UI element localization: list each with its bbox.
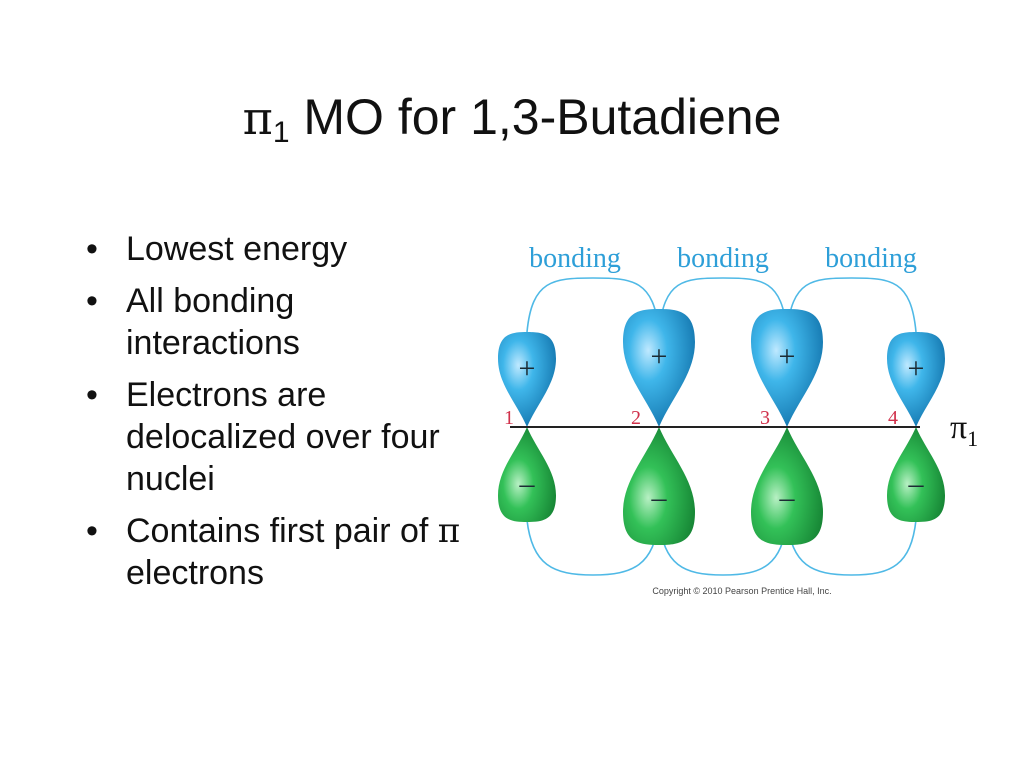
atom-number: 2 (631, 407, 641, 429)
atom-number: 1 (504, 407, 514, 429)
negative-lobe (498, 427, 556, 522)
bonding-arc-bottom (526, 519, 660, 576)
bullet-item: Contains first pair of π electrons (84, 510, 464, 594)
mo-label-subscript: 1 (967, 426, 978, 451)
plus-sign: + (651, 340, 668, 373)
positive-lobe (623, 309, 695, 427)
negative-lobe (751, 427, 823, 545)
bullet-item: Lowest energy (84, 228, 464, 270)
bonding-label: bonding (677, 243, 769, 274)
bonding-label: bonding (529, 243, 621, 274)
bullet-pi-symbol: π (437, 511, 461, 551)
bullet-text: electrons (126, 554, 264, 592)
minus-sign: – (651, 481, 668, 514)
bullet-text: Contains first pair of (126, 512, 438, 550)
bonding-arc-top (786, 277, 917, 333)
bonding-arc-top (658, 277, 788, 333)
bullet-item: All bonding interactions (84, 280, 464, 364)
negative-lobe (887, 427, 945, 522)
atom-number: 4 (888, 407, 898, 429)
title-pi-symbol: π (242, 91, 273, 145)
bonding-label: bonding (825, 243, 917, 274)
bullet-text: Lowest energy (126, 230, 348, 268)
title-subscript: 1 (272, 116, 290, 149)
positive-lobe (887, 332, 945, 427)
bonding-arc-bottom (786, 519, 917, 576)
mo-label: π1 (950, 409, 978, 451)
positive-lobe (498, 332, 556, 427)
negative-lobe (623, 427, 695, 545)
copyright-note: Copyright © 2010 Pearson Prentice Hall, … (652, 586, 831, 596)
bonding-arc-bottom (658, 519, 788, 576)
positive-lobe (751, 309, 823, 427)
minus-sign: – (908, 467, 925, 500)
bullet-item: Electrons are delocalized over four nucl… (84, 374, 464, 500)
plus-sign: + (519, 352, 536, 385)
bullet-text: All bonding interactions (126, 282, 300, 362)
bonding-arc-top (526, 277, 660, 333)
plus-sign: + (908, 352, 925, 385)
bullet-text: Electrons are delocalized over four nucl… (126, 376, 440, 498)
bullet-list: Lowest energy All bonding interactions E… (84, 228, 464, 604)
atom-number: 3 (760, 407, 770, 429)
plus-sign: + (779, 340, 796, 373)
title-text: MO for 1,3-Butadiene (289, 89, 782, 145)
minus-sign: – (779, 481, 796, 514)
mo-label-pi: π (950, 409, 967, 446)
butadiene-mo-diagram: bonding bonding bonding 1 2 3 4 + + + + … (498, 243, 978, 596)
slide-title: π1 MO for 1,3-Butadiene (0, 92, 1024, 148)
minus-sign: – (519, 467, 536, 500)
